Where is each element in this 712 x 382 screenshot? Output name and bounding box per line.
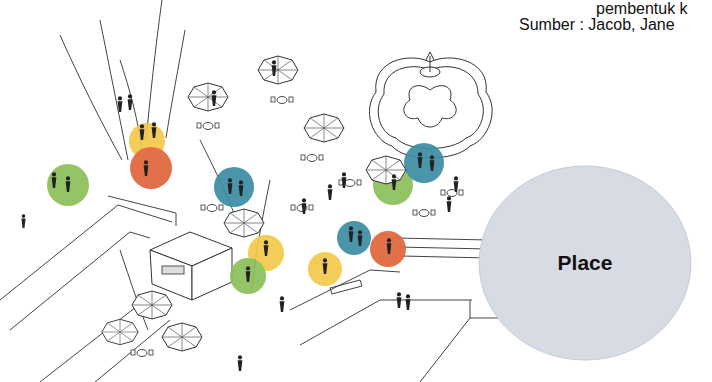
person <box>302 198 307 214</box>
person <box>264 240 269 256</box>
person <box>342 172 347 188</box>
person <box>397 292 402 308</box>
steps <box>402 256 488 258</box>
place-ellipse: Place <box>478 165 692 361</box>
activity-circle <box>130 147 172 189</box>
platform-edge <box>290 270 400 310</box>
person <box>454 176 459 192</box>
table-set <box>441 190 463 197</box>
person <box>21 214 25 228</box>
person <box>272 60 277 76</box>
terrace-rail <box>108 196 176 226</box>
table-set <box>413 210 435 217</box>
person <box>144 160 149 176</box>
activity-circle <box>47 164 89 206</box>
umbrella <box>102 319 138 344</box>
source-note: Sumber : Jacob, Jane <box>519 16 675 34</box>
person <box>239 180 244 196</box>
platform-edge <box>420 318 520 382</box>
activity-circle <box>214 167 254 207</box>
activity-circle <box>230 258 266 294</box>
person <box>66 176 71 192</box>
person <box>349 226 354 242</box>
tree-trunk <box>146 0 162 140</box>
person <box>406 294 411 310</box>
fountain-inner <box>404 86 456 127</box>
person <box>212 90 217 106</box>
umbrella <box>304 114 344 142</box>
person <box>323 258 328 274</box>
fountain-basin <box>378 67 483 149</box>
table-set <box>201 205 223 212</box>
table-set <box>301 155 323 162</box>
person <box>430 155 435 171</box>
umbrella <box>224 209 264 237</box>
person <box>140 124 145 140</box>
person <box>128 94 133 110</box>
umbrella <box>258 56 298 84</box>
tree-trunk <box>120 250 148 330</box>
platform-edge <box>300 300 472 345</box>
person <box>447 196 452 212</box>
person <box>328 184 333 200</box>
person <box>387 238 392 254</box>
kiosk <box>150 232 232 300</box>
terrace-edge <box>40 296 150 382</box>
terrace-edge <box>0 205 172 300</box>
terrace-edge <box>95 320 170 382</box>
trees <box>60 0 270 330</box>
steps <box>396 238 488 240</box>
ground-lines <box>0 196 520 382</box>
person <box>392 174 397 190</box>
umbrella <box>162 323 202 351</box>
tree-trunk <box>166 30 185 138</box>
ellipse-shape <box>479 166 691 360</box>
person <box>358 230 363 246</box>
tree-trunk <box>100 20 128 160</box>
kiosk-wall <box>192 248 232 300</box>
cafe-umbrellas <box>102 56 406 351</box>
umbrella <box>132 291 172 319</box>
table-set <box>131 350 153 357</box>
fountain-spout <box>426 52 434 72</box>
activity-circles <box>47 123 444 294</box>
cafe-tables <box>131 97 463 357</box>
person <box>246 266 251 282</box>
person <box>52 172 57 188</box>
tree-trunk <box>60 35 122 160</box>
people <box>21 60 458 371</box>
person <box>238 355 243 371</box>
activity-circle <box>308 252 342 286</box>
person <box>418 152 423 168</box>
person <box>228 178 233 194</box>
terrace-edge <box>10 232 150 330</box>
kiosk-sign <box>162 266 184 274</box>
person <box>118 96 123 112</box>
person <box>152 122 157 138</box>
fountain <box>369 52 492 158</box>
umbrella <box>366 156 406 184</box>
activity-circle <box>337 221 371 255</box>
fountain-basin <box>369 58 492 158</box>
activity-circle <box>370 231 406 267</box>
table-set <box>197 123 219 130</box>
activity-circle <box>404 143 444 183</box>
steps <box>398 247 488 249</box>
umbrella <box>188 83 228 111</box>
node-label: Place <box>558 251 613 275</box>
source-note: pembentuk k <box>596 0 688 18</box>
platform-edge <box>470 300 471 318</box>
person <box>280 296 285 312</box>
table-set <box>271 97 293 104</box>
node-text-holder: Place <box>478 165 692 361</box>
